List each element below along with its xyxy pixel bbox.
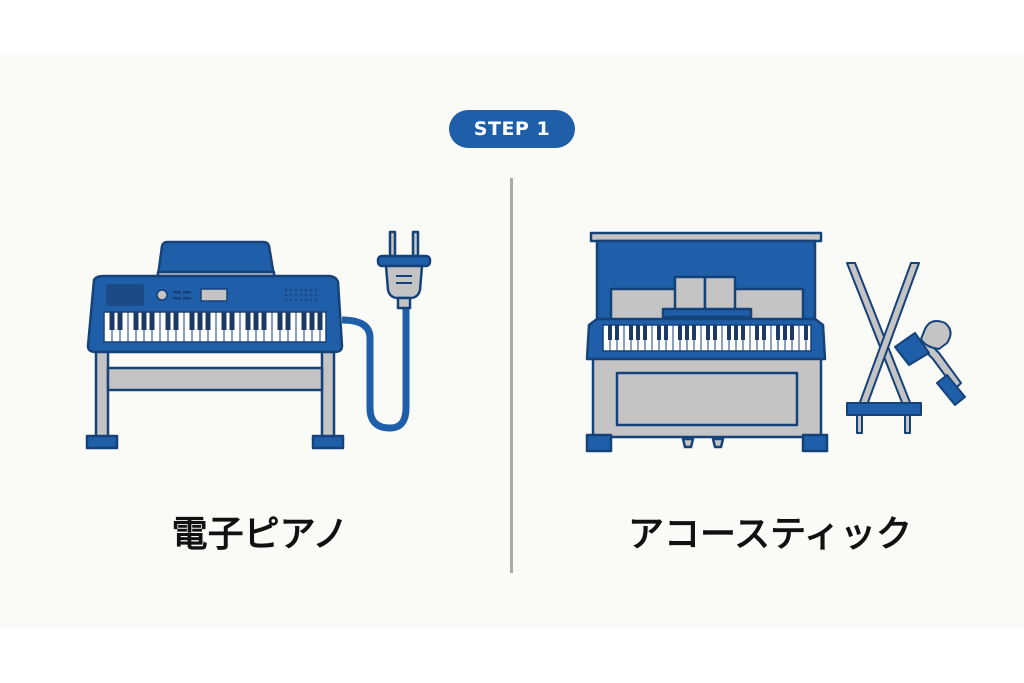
acoustic-piano-label: アコースティック <box>627 514 913 555</box>
electronic-keyboard-icon <box>85 230 432 450</box>
electronic-piano-label: 電子ピアノ <box>171 514 349 555</box>
step-badge-label: STEP 1 <box>473 118 551 140</box>
upright-piano-icon <box>585 231 966 453</box>
center-divider <box>510 178 513 573</box>
step-badge: STEP 1 <box>449 110 575 148</box>
